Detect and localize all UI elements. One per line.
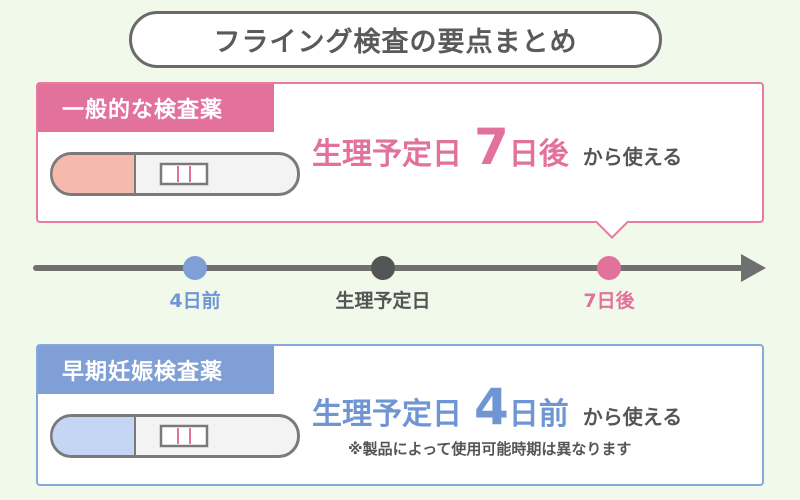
early-headline-lead: 生理予定日 (312, 397, 462, 432)
timeline-point-expected-period (371, 256, 395, 280)
early-test-headline: 生理予定日 4 日前 から使える (312, 378, 682, 436)
early-test-strip-icon (50, 414, 300, 458)
general-headline-lead: 生理予定日 (312, 137, 462, 172)
general-test-tag: 一般的な検査薬 (38, 84, 274, 132)
timeline-arrow-icon (741, 254, 766, 282)
early-headline-number: 4 (474, 378, 509, 436)
general-test-headline: 生理予定日 7 日後 から使える (312, 118, 682, 176)
timeline-point-4-days-before (183, 256, 207, 280)
timeline-point-7-days-after (597, 256, 621, 280)
timeline-label-expected-period: 生理予定日 (335, 290, 431, 312)
general-test-card: 一般的な検査薬 生理予定日 7 日後 から使える (36, 82, 764, 239)
early-headline-unit: 日前 (508, 397, 569, 432)
timeline-label-7-days-after: 7日後 (583, 290, 635, 312)
timeline-label-4-days-before: 4日前 (169, 290, 221, 312)
general-test-strip-icon (50, 152, 300, 196)
page-title: フライング検査の要点まとめ (129, 11, 662, 68)
general-headline-number: 7 (474, 118, 509, 176)
availability-note: ※製品によって使用可能時期は異なります (348, 440, 632, 458)
general-headline-tail: から使える (582, 145, 683, 169)
early-test-tag: 早期妊娠検査薬 (38, 346, 274, 394)
early-test-card: 早期妊娠検査薬 生理予定日 4 日前 から使える (36, 344, 764, 486)
general-headline-unit: 日後 (508, 137, 569, 172)
early-headline-tail: から使える (582, 405, 683, 429)
general-card-pointer (595, 205, 629, 239)
